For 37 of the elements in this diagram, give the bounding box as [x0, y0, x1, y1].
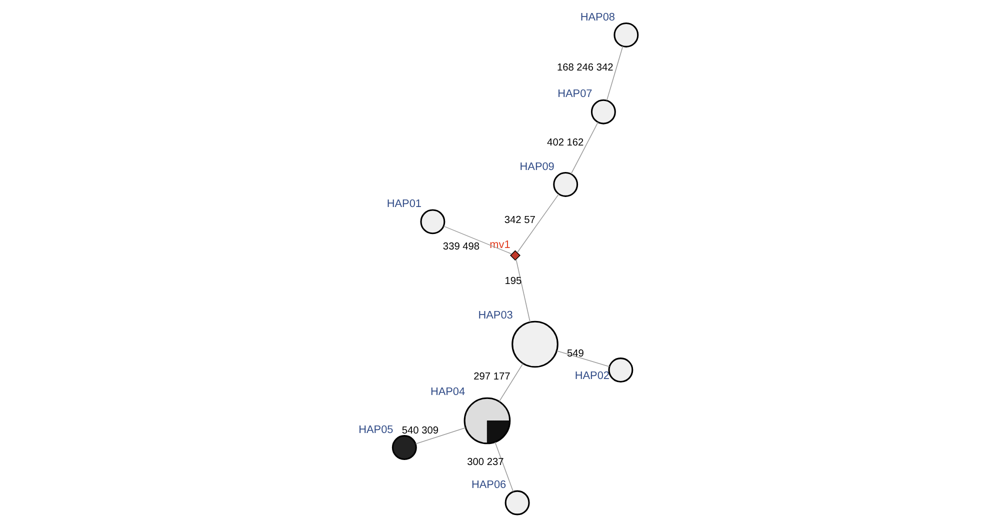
node-circle [420, 209, 445, 234]
edge-label: 339 498 [442, 241, 480, 252]
node-circle [511, 320, 558, 368]
node-circle [590, 99, 616, 124]
edge-label: 300 237 [466, 457, 504, 468]
node-circle [504, 490, 530, 516]
connector [570, 122, 598, 174]
node-diamond [510, 250, 520, 261]
node-label: HAP02 [574, 370, 610, 382]
edge-label: 549 [566, 348, 584, 360]
node-label: HAP05 [358, 424, 393, 436]
edge-label: 297 177 [473, 372, 510, 383]
edge-label: 342 57 [504, 214, 535, 226]
node-circle [552, 172, 578, 197]
connector [556, 350, 610, 368]
node-label: HAP09 [519, 160, 554, 173]
node-label: HAP08 [580, 11, 614, 24]
node-circle [391, 435, 416, 460]
node-circle [608, 358, 633, 383]
node-label: HAP07 [557, 88, 592, 100]
edge-label: 402 162 [546, 137, 584, 148]
connector [414, 427, 466, 444]
node-label: HAP06 [470, 479, 506, 492]
connector [494, 442, 514, 492]
node-label: HAP03 [478, 310, 512, 322]
node-label: HAP01 [386, 198, 422, 210]
node-label: HAP04 [430, 386, 465, 398]
connector [442, 226, 512, 254]
node-label: mv1 [489, 238, 510, 251]
node-circle [613, 22, 638, 48]
connector [498, 363, 523, 402]
connector [606, 46, 623, 101]
connector [516, 194, 559, 253]
edge-label: 540 309 [401, 425, 438, 436]
edge-label: 195 [504, 276, 522, 288]
edge-label: 168 246 342 [556, 62, 613, 74]
connector [515, 259, 530, 322]
